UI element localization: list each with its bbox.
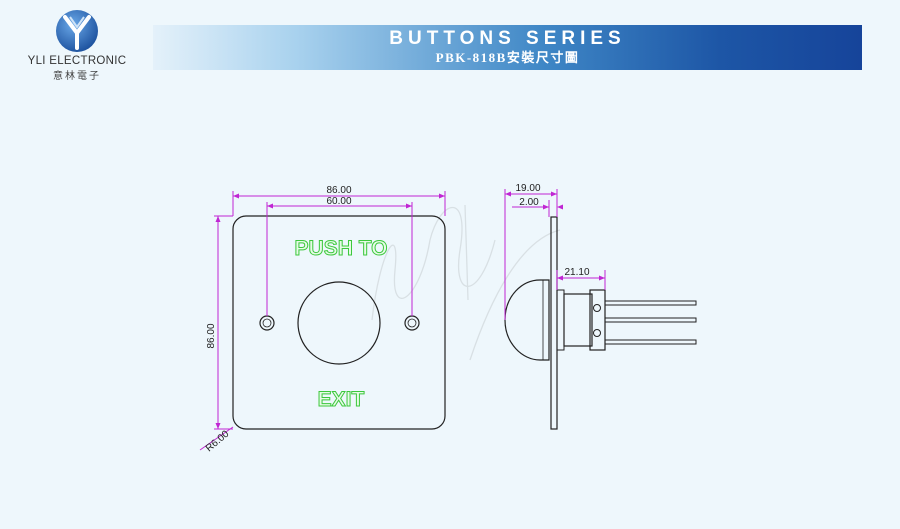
exit-label: EXIT xyxy=(318,388,365,411)
hole-spacing-dimension: 60.00 xyxy=(326,196,351,207)
switch-body xyxy=(563,293,593,347)
series-title: BUTTONS SERIES xyxy=(389,28,626,49)
side-dimension-lines xyxy=(504,189,606,320)
front-dimension-lines xyxy=(199,191,446,451)
width-dimension: 86.00 xyxy=(326,185,351,196)
terminal-screw-top xyxy=(593,304,601,312)
plate-edge xyxy=(550,216,558,430)
front-view: PUSH TO EXIT 86.00 60.00 86.00 R6.00 xyxy=(199,185,446,454)
plate-thickness-dimension: 2.00 xyxy=(519,197,539,208)
side-dimension-arrows xyxy=(505,191,605,281)
yli-logo-icon xyxy=(56,10,98,52)
mount-hole-right xyxy=(404,315,420,331)
watermark xyxy=(371,204,561,361)
collar xyxy=(556,289,565,351)
brand-name-chinese: 意林電子 xyxy=(53,71,101,82)
button-circle xyxy=(297,281,381,365)
side-view: 19.00 2.00 21.10 xyxy=(504,183,697,430)
brand-name: YLI ELECTRONIC xyxy=(27,55,127,67)
terminal-pins xyxy=(604,300,697,345)
panel-outline xyxy=(232,215,446,430)
title-banner: BUTTONS SERIES PBK-818B安裝尺寸圖 xyxy=(153,25,862,70)
drawing-subtitle: PBK-818B安裝尺寸圖 xyxy=(435,50,580,65)
front-dimension-arrows xyxy=(215,193,445,429)
terminal-screw-bottom xyxy=(593,329,601,337)
body-length-dimension: 21.10 xyxy=(564,267,589,278)
depth-dimension: 19.00 xyxy=(515,183,540,194)
mount-hole-left xyxy=(259,315,275,331)
company-logo: YLI ELECTRONIC 意林電子 xyxy=(12,8,142,82)
corner-radius-dimension: R6.00 xyxy=(204,428,232,454)
push-to-label: PUSH TO xyxy=(295,237,388,260)
height-dimension: 86.00 xyxy=(206,323,217,348)
button-dome xyxy=(504,279,550,361)
